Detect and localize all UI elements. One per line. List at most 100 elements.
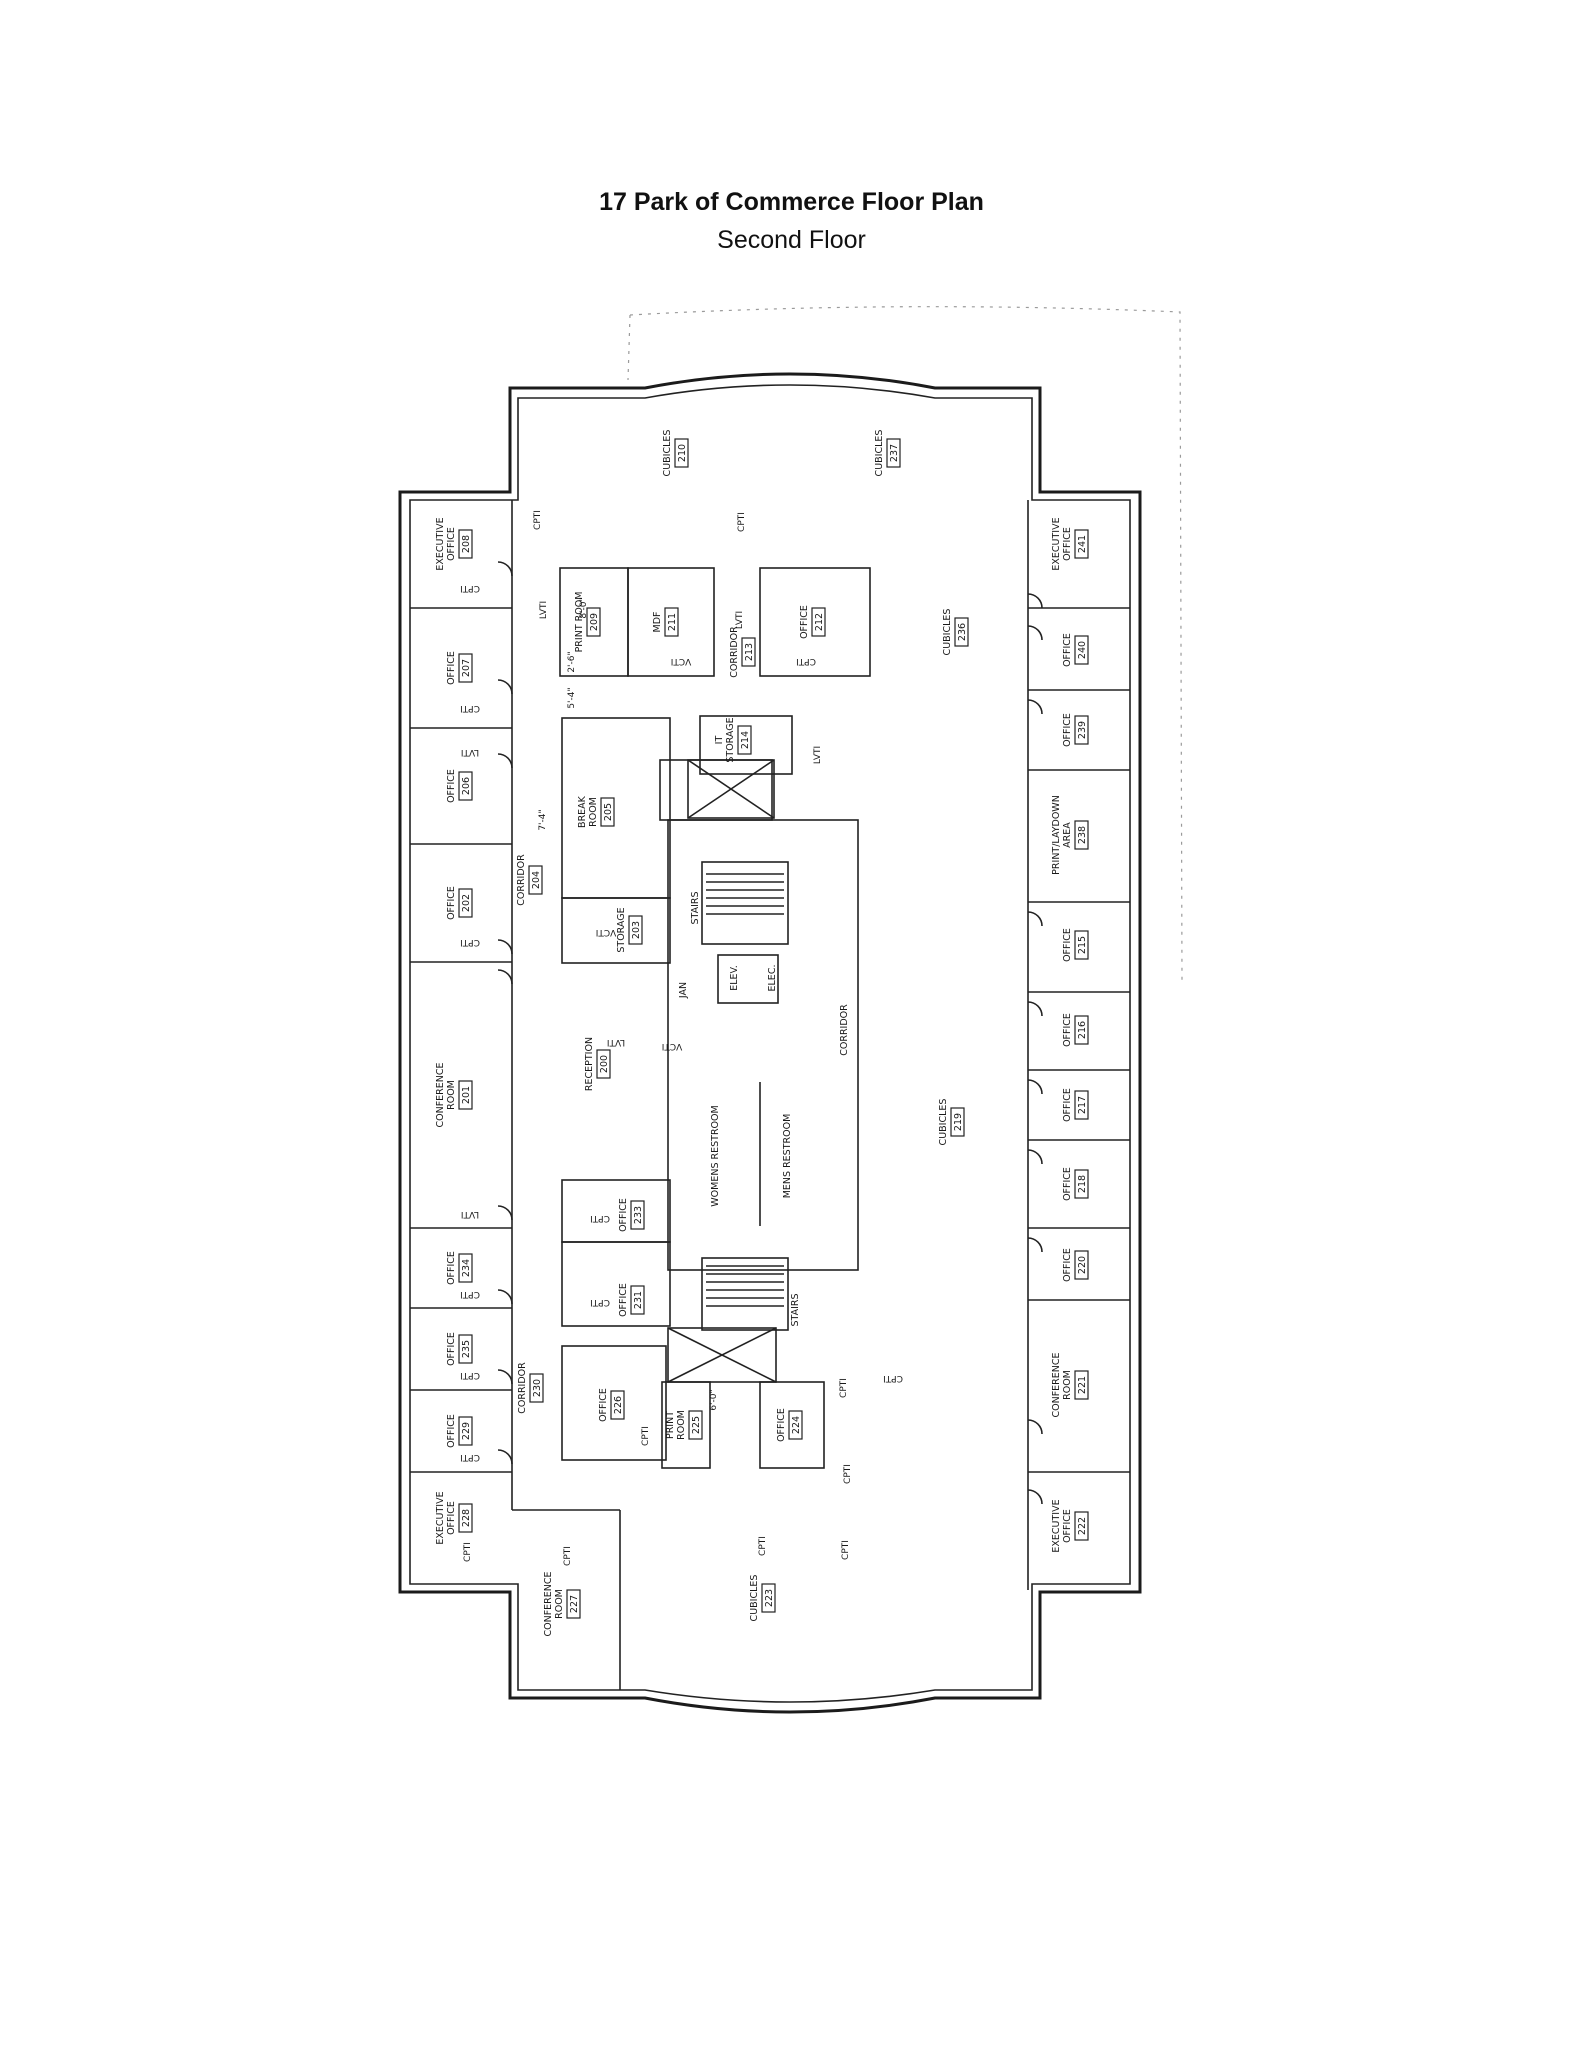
room-number-box [1074,715,1089,745]
room-number-box [458,653,473,683]
room-label: ROOM [1062,1370,1073,1400]
room-number: 215 [1077,936,1088,954]
room-label: EXECUTIVE [435,1491,446,1544]
room-number-box [528,865,543,895]
room-number: 228 [461,1509,472,1527]
room-label: CORRIDOR [517,1362,528,1414]
room-number-box [674,438,689,468]
finish-note: CPTI [460,703,480,713]
room-label: OFFICE [446,769,457,803]
room-number: 210 [677,444,688,462]
room-number: 239 [1077,721,1088,739]
finish-note: CPTI [839,1378,849,1398]
room-number-box [688,1410,703,1440]
room-number: 225 [691,1416,702,1434]
room-number-box [458,1334,473,1364]
room-number: 237 [889,444,900,462]
core-label-stairs-bottom: STAIRS [790,1293,801,1326]
room-label: STORAGE [725,717,736,762]
room-label: OFFICE [776,1408,787,1442]
finish-note: LVTI [813,746,823,764]
finish-note: CPTI [796,656,816,666]
room-number-box [788,1410,803,1440]
room-number-box [458,1503,473,1533]
room-number: 203 [631,921,642,939]
room-number-box [1074,1015,1089,1045]
room-label: OFFICE [1062,1013,1073,1047]
room-number-box [886,438,901,468]
room-number-box [566,1589,581,1619]
right-perimeter-walls [1027,500,1130,1590]
room-number: 202 [461,894,472,912]
room-number: 229 [461,1422,472,1440]
room-label: ROOM [676,1410,687,1440]
room-216: OFFICE 216 [1062,1013,1089,1047]
room-label: OFFICE [1062,1509,1073,1543]
exterior-walls [398,372,1142,1714]
room-number: 224 [791,1416,802,1434]
room-label: OFFICE [618,1198,629,1232]
room-label: CORRIDOR [516,854,527,906]
finish-note: CPTI [460,1370,480,1380]
room-label: OFFICE [1062,928,1073,962]
room-label: OFFICE [1062,633,1073,667]
room-label: RECEPTION [584,1037,595,1091]
room-number: 231 [633,1291,644,1309]
finish-note: CPTI [590,1213,610,1223]
room-label: PRINT [665,1411,676,1439]
room-label: EXECUTIVE [435,517,446,570]
core-label-womens: WOMENS RESTROOM [710,1105,721,1206]
dimension-label: 7'-4" [538,809,548,830]
room-number: 211 [667,613,678,631]
room-number: 238 [1077,826,1088,844]
room-number-box [1074,635,1089,665]
core-label-stairs-top: STAIRS [690,891,701,924]
room-number: 207 [461,659,472,677]
room-label: CORRIDOR [729,626,740,678]
room-224: OFFICE 224 [776,1408,803,1442]
left-perimeter-walls [410,500,621,1690]
finish-note: CPTI [843,1464,853,1484]
room-label: OFFICE [446,1332,457,1366]
finish-note: VCTI [662,1041,683,1051]
room-number-box [811,607,826,637]
room-number-box [458,1253,473,1283]
stair-treads [706,873,784,1307]
core-label-mens: MENS RESTROOM [782,1114,793,1199]
finish-note: LVTI [461,1209,479,1219]
finish-note: CPTI [758,1536,768,1556]
room-number-box [458,888,473,918]
room-number: 216 [1077,1021,1088,1039]
finish-note: VCTI [596,927,617,937]
room-number-box [610,1390,625,1420]
finish-note: CPTI [641,1426,651,1446]
room-label: CONFERENCE [543,1571,554,1636]
finish-note: CPTI [737,512,747,532]
dimension-label: 8'-0" [579,597,589,618]
core-label-elev: ELEV. [729,965,740,991]
page-title: 17 Park of Commerce Floor Plan [599,188,984,216]
finish-note: CPTI [460,1289,480,1299]
room-label: ROOM [554,1589,565,1619]
room-number: 200 [599,1055,610,1073]
room-number-box [1074,820,1089,850]
room-label: OFFICE [1062,1167,1073,1201]
room-number: 217 [1077,1096,1088,1114]
room-number-box [630,1285,645,1315]
room-number: 234 [461,1259,472,1277]
